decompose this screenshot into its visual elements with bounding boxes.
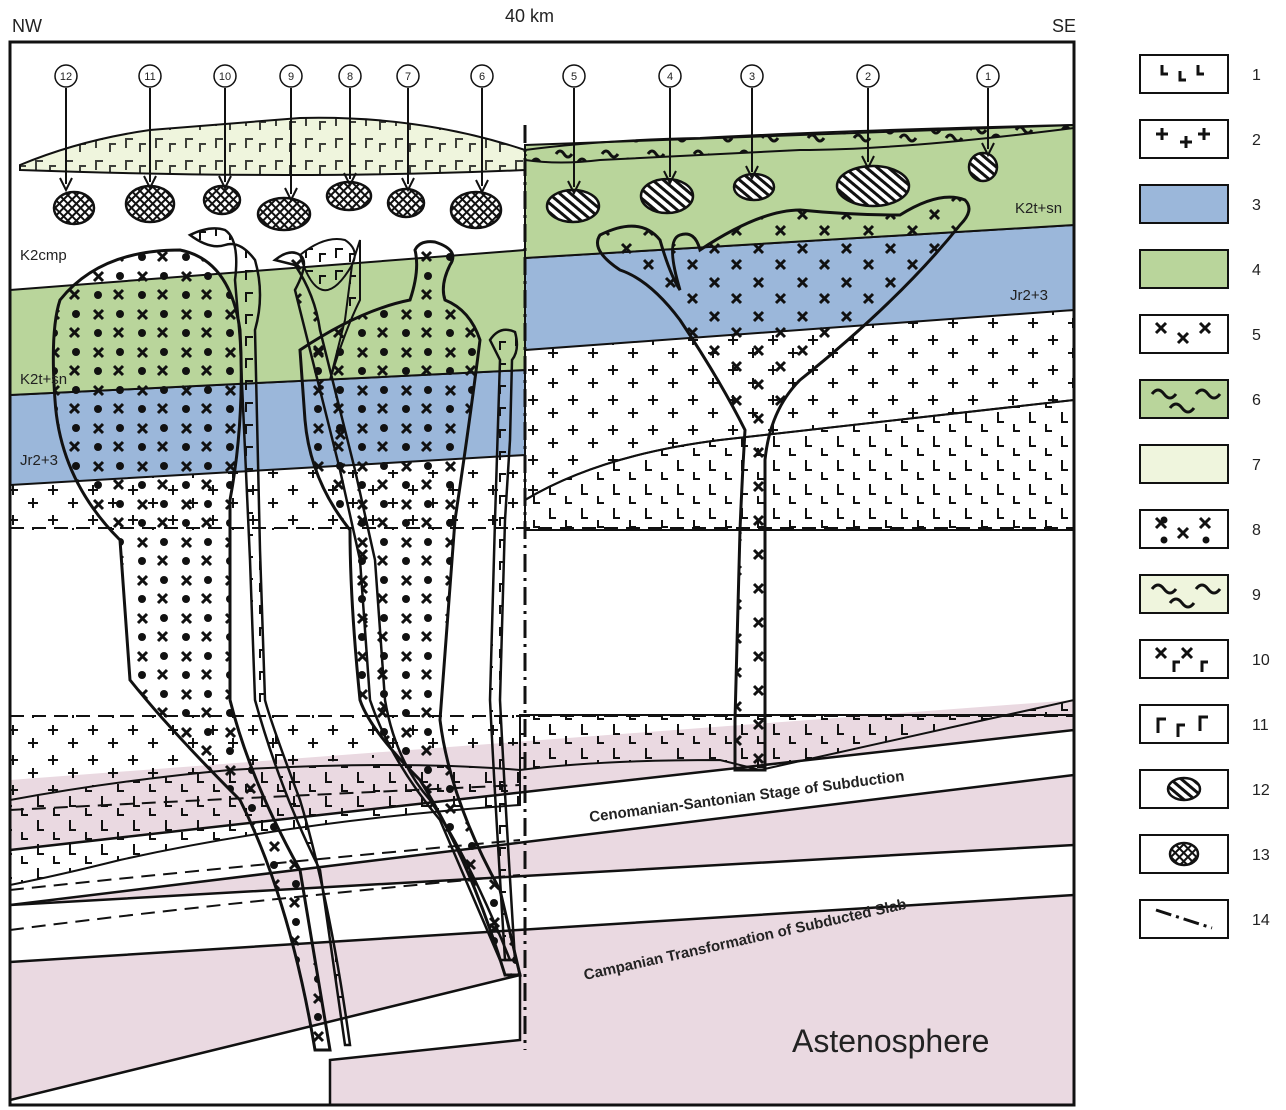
legend-number: 5 xyxy=(1252,327,1261,344)
legend-item: 7 xyxy=(1140,445,1261,483)
site-number: 11 xyxy=(144,71,155,83)
legend-number: 11 xyxy=(1252,717,1269,734)
legend-number: 8 xyxy=(1252,522,1261,539)
legend-number: 1 xyxy=(1252,67,1261,84)
legend-number: 3 xyxy=(1252,197,1261,214)
legend-item: 2 xyxy=(1140,120,1261,158)
legend-item: 9 xyxy=(1140,575,1261,613)
legend-item: 11 xyxy=(1140,705,1269,743)
k2tsn-left-label: K2t+sn xyxy=(20,371,67,388)
jr-left-label: Jr2+3 xyxy=(20,452,58,469)
legend-item: 13 xyxy=(1140,835,1270,873)
legend-item: 5 xyxy=(1140,315,1261,353)
site-number: 2 xyxy=(865,71,871,83)
legend-item: 6 xyxy=(1140,380,1261,418)
k2tsn-right-label: K2t+sn xyxy=(1015,200,1062,217)
jr-right-label: Jr2+3 xyxy=(1010,287,1048,304)
site-number: 6 xyxy=(479,71,485,83)
legend-item: 10 xyxy=(1140,640,1270,678)
legend-number: 9 xyxy=(1252,587,1261,604)
site-number: 4 xyxy=(667,71,673,83)
site-number: 7 xyxy=(405,71,411,83)
site-number: 5 xyxy=(571,71,577,83)
legend-number: 6 xyxy=(1252,392,1261,409)
legend-number: 10 xyxy=(1252,652,1270,669)
se-label: SE xyxy=(1052,16,1076,36)
legend-item: 1 xyxy=(1140,55,1261,93)
site-number: 12 xyxy=(60,71,72,83)
site-number: 3 xyxy=(749,71,755,83)
astenosphere-label: Astenosphere xyxy=(792,1023,989,1059)
legend-item: 3 xyxy=(1140,185,1261,223)
scale-label: 40 km xyxy=(505,6,554,26)
site-number: 10 xyxy=(219,71,231,83)
section-body: Cenomanian-Santonian Stage of Subduction… xyxy=(10,42,1074,1105)
legend-item: 8 xyxy=(1140,510,1261,548)
site-number: 8 xyxy=(347,71,353,83)
legend-number: 2 xyxy=(1252,132,1261,149)
legend-number: 12 xyxy=(1252,782,1270,799)
legend-number: 13 xyxy=(1252,847,1270,864)
legend-item: 14 xyxy=(1140,900,1270,938)
k2cmp-label: K2cmp xyxy=(20,247,67,264)
legend-number: 4 xyxy=(1252,262,1261,279)
site-number: 9 xyxy=(288,71,294,83)
nw-label: NW xyxy=(12,16,42,36)
legend-item: 12 xyxy=(1140,770,1270,808)
site-number: 1 xyxy=(985,71,991,83)
legend-item: 4 xyxy=(1140,250,1261,288)
legend-number: 7 xyxy=(1252,457,1261,474)
legend-number: 14 xyxy=(1252,912,1270,929)
